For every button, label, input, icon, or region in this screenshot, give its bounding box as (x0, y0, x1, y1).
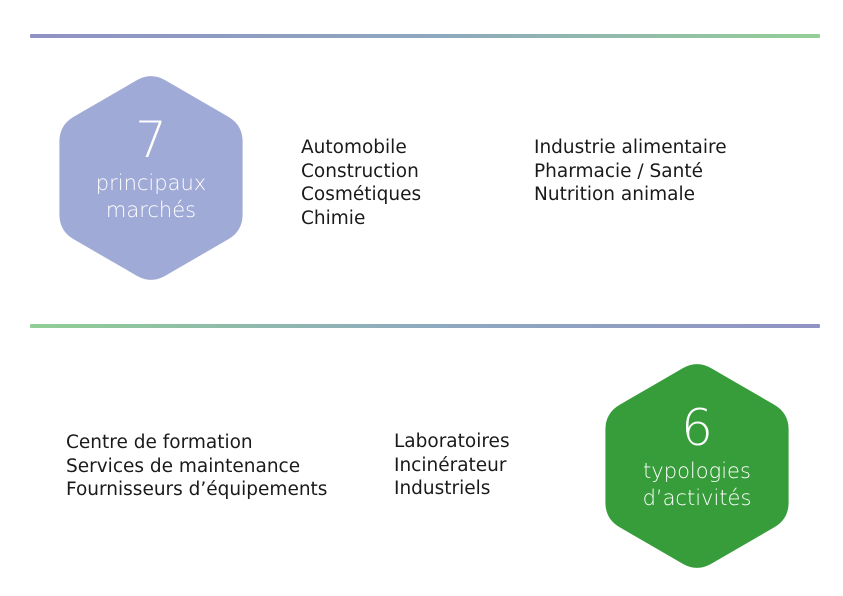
activities-label-line1: typologies (643, 459, 751, 483)
market-item: Automobile (301, 137, 407, 158)
top-divider (30, 34, 820, 38)
activity-item: Fournisseurs d’équipements (66, 479, 328, 500)
activities-badge-text: 6 typologies d’activités (602, 398, 792, 512)
markets-badge-text: 7 principaux marchés (56, 110, 246, 224)
activities-count: 6 (681, 399, 713, 457)
activities-list-col1: Centre de formation Services de maintena… (66, 431, 327, 502)
market-item: Chimie (301, 207, 366, 229)
markets-label-line2: marchés (105, 198, 197, 222)
markets-list-col2: Industrie alimentaire Pharmacie / Santé … (534, 136, 727, 207)
market-item: Cosmétiques (301, 184, 422, 205)
markets-list-col1: Automobile Construction Cosmétiques Chim… (301, 136, 421, 230)
market-item: Industrie alimentaire (534, 137, 727, 158)
markets-label-line1: principaux (95, 171, 207, 195)
market-item: Pharmacie / Santé (534, 160, 703, 182)
middle-divider (30, 324, 820, 328)
activity-item: Laboratoires (394, 431, 510, 452)
activities-hexagon-shape (605, 364, 789, 568)
activity-item: Incinérateur (394, 454, 507, 476)
activities-label-line2: d’activités (642, 486, 752, 510)
markets-hexagon (59, 76, 243, 280)
market-item: Construction (301, 160, 419, 182)
activities-list-col2: Laboratoires Incinérateur Industriels (394, 430, 510, 501)
market-item: Nutrition animale (534, 184, 695, 205)
activities-hexagon (605, 364, 789, 568)
activity-item: Centre de formation (66, 432, 253, 453)
markets-hexagon-shape (59, 76, 243, 280)
markets-count: 7 (135, 111, 167, 169)
activity-item: Industriels (394, 478, 491, 499)
activity-item: Services de maintenance (66, 455, 301, 477)
